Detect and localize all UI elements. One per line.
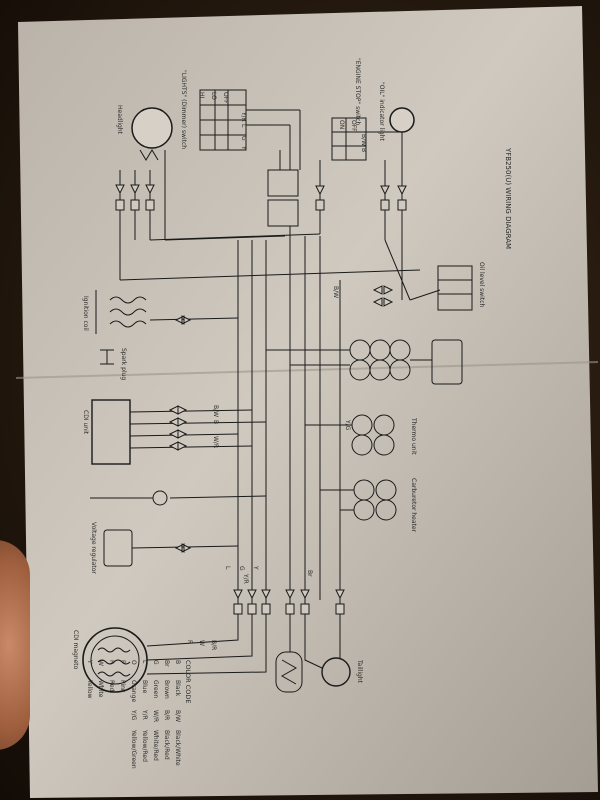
lights-row-3: HI <box>198 92 205 99</box>
oil-indicator-icon <box>389 107 415 133</box>
lights-col-4: Y <box>240 145 247 150</box>
headlight-icon <box>131 107 173 149</box>
label-voltage-regulator: Voltage regulator <box>90 522 97 574</box>
label-spark-plug: Spark plug <box>120 348 127 380</box>
color-code-abbr: W/R <box>152 710 159 722</box>
wire-code: R <box>186 640 193 644</box>
wire-code: Y <box>252 565 259 570</box>
label-oil-indicator: "OIL" indicator light <box>378 82 385 142</box>
color-code-abbr: G <box>152 660 159 665</box>
color-code-name: Yellow/Green <box>130 729 137 769</box>
engine-col-1: B/W <box>360 134 367 146</box>
spark-plug-icon <box>100 349 114 365</box>
color-code-abbr: B <box>174 660 181 664</box>
wire-code: W <box>198 640 205 646</box>
lights-row-1: OFF <box>222 92 229 104</box>
engine-row-1: OFF <box>350 120 357 132</box>
wire-code: B/W <box>332 286 339 298</box>
color-code-name: Black/White <box>174 730 181 766</box>
wire-code: B <box>212 420 219 424</box>
hand-holding-paper <box>0 540 30 750</box>
wire-code: G <box>238 566 245 571</box>
lights-row-2: LO <box>210 92 217 100</box>
wire-code: L <box>224 566 231 570</box>
color-code-abbr: P <box>119 660 126 664</box>
color-code-abbr: W <box>97 660 104 666</box>
color-code-name: White/Red <box>152 730 159 761</box>
wire-code: W/R <box>212 436 219 448</box>
color-code-name: Brown <box>163 680 170 699</box>
color-code-name: Black <box>174 680 181 697</box>
label-thermo-unit: Thermo unit <box>410 417 417 455</box>
ignition-coil-icon <box>95 290 147 334</box>
diagram-title: YFB250(U) WIRING DIAGRAM <box>504 147 512 249</box>
label-ignition-coil: Ignition coil <box>82 296 89 331</box>
color-code-name: Green <box>152 680 159 698</box>
wire-code: Br <box>306 570 313 577</box>
thermo-unit-icons <box>349 339 411 521</box>
color-code-abbr: B/W <box>174 710 181 722</box>
label-engine-stop: "ENGINE STOP" switch <box>354 58 361 125</box>
color-code-abbr: Y/R <box>141 709 148 720</box>
label-taillight: Taillight <box>356 659 363 684</box>
lights-col-2: L <box>240 124 247 128</box>
color-code-abbr: Y <box>86 659 93 664</box>
engine-stop-switch-box <box>331 117 367 161</box>
color-code-abbr: Y/G <box>130 709 137 721</box>
color-code-name: Red <box>108 680 115 692</box>
color-code-name: Orange <box>130 680 137 702</box>
connector-block-2 <box>267 199 299 227</box>
color-code-abbr: Br <box>163 660 170 667</box>
label-cdi-unit: CDI unit <box>82 410 89 435</box>
oil-level-switch-box <box>437 265 473 311</box>
color-code-abbr: L <box>141 660 148 664</box>
paper-fold <box>15 361 599 379</box>
label-oil-level-switch: Oil level switch <box>478 262 485 307</box>
color-code-name: Blue <box>141 680 148 694</box>
wire-code: B/W <box>212 405 219 417</box>
color-code-abbr: R <box>108 660 115 664</box>
taillight-icon <box>321 657 351 687</box>
connector-block-1 <box>267 169 299 197</box>
wire-code: Y/R <box>242 573 249 584</box>
carburetor-heater-box <box>431 339 463 385</box>
paper-sheet <box>18 6 598 798</box>
engine-row-2: ON <box>338 120 345 129</box>
engine-col-2: B <box>360 148 367 152</box>
wire-code: B/R <box>210 640 217 650</box>
color-code-name: Yellow <box>86 679 93 699</box>
color-code-abbr: O <box>130 660 137 665</box>
label-cdi-magneto: CDI magneto <box>72 630 79 670</box>
color-code-name: Pink <box>119 680 126 693</box>
lights-col-1: Y/R <box>240 111 247 122</box>
wire-code: Y/G <box>344 419 351 431</box>
label-lights-switch: "LIGHTS" (Dimmer) switch <box>180 70 187 149</box>
color-code-abbr: B/R <box>163 710 170 720</box>
color-code-name: White <box>97 680 104 698</box>
color-code-name: Yellow/Red <box>141 729 148 762</box>
connector-symbols <box>115 184 407 615</box>
color-code-title: COLOR CODE <box>184 660 192 704</box>
label-headlight: Headlight <box>116 105 123 135</box>
oil-level-sensor-box <box>275 651 303 693</box>
color-code-name: Black/Red <box>163 730 170 760</box>
label-carburetor-heater: Carburetor heater <box>410 478 417 533</box>
lights-col-3: G <box>240 136 247 141</box>
cdi-unit-box <box>91 399 131 465</box>
